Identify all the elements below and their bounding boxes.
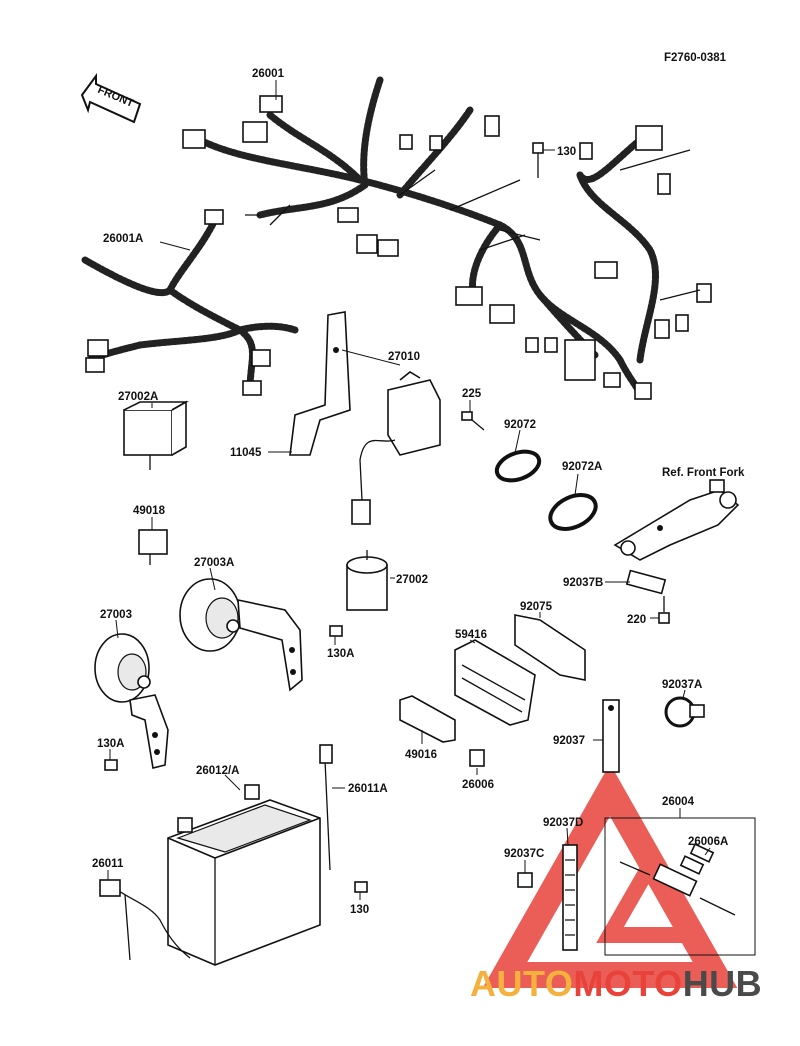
label-49016: 49016 [405, 749, 437, 761]
label-92075: 92075 [520, 601, 553, 613]
label-26011: 26011 [92, 858, 124, 870]
label-27002A: 27002A [118, 391, 158, 403]
label-49018: 49018 [133, 505, 166, 517]
sub-wiring-harness [81, 209, 299, 396]
label-130-low: 130 [350, 904, 369, 916]
label-130-top: 130 [557, 146, 576, 158]
part-labels: 26001 26001A 130 27010 27002A 11045 225 … [92, 68, 745, 916]
part-26006 [469, 749, 485, 767]
bolt-130-top [532, 142, 544, 178]
reference-front-fork: Ref. Front Fork [662, 467, 745, 479]
pad-92075 [514, 614, 586, 681]
watermark-auto: AUTO [470, 963, 573, 1004]
label-59416: 59416 [455, 629, 487, 641]
label-92037B: 92037B [563, 577, 603, 589]
bolt-130A-low [104, 759, 118, 771]
label-92072: 92072 [504, 419, 536, 431]
label-26011A: 26011A [348, 783, 388, 795]
clip-92037C [517, 872, 533, 888]
label-26004: 26004 [662, 796, 695, 808]
condenser-27002 [346, 550, 388, 611]
label-92037A: 92037A [662, 679, 702, 691]
clamp-92072A [548, 493, 598, 531]
label-27002: 27002 [396, 574, 428, 586]
label-130A-low: 130A [97, 738, 125, 750]
label-92037C: 92037C [504, 848, 544, 860]
screw-220 [658, 596, 670, 624]
battery-26012A [167, 784, 321, 966]
label-220: 220 [627, 614, 646, 626]
label-225: 225 [462, 388, 482, 400]
bracket-11045 [289, 311, 351, 456]
cable-26011A [319, 744, 333, 871]
horn-27003A [179, 578, 303, 692]
clip-92037A [664, 696, 705, 728]
screw-225 [461, 411, 485, 431]
watermark-moto: MOTO [573, 963, 682, 1004]
front-arrow-icon: FRONT [80, 72, 142, 124]
label-11045: 11045 [230, 447, 262, 459]
label-92037: 92037 [553, 735, 585, 747]
label-26012A: 26012/A [196, 765, 239, 777]
part-49018 [138, 529, 168, 565]
label-27010: 27010 [388, 351, 420, 363]
leader-lines [107, 80, 711, 900]
strap-92037B [625, 569, 667, 595]
label-27003A: 27003A [194, 557, 234, 569]
watermark-hub: HUB [683, 963, 763, 1004]
cable-26011 [99, 879, 191, 961]
label-92072A: 92072A [562, 461, 602, 473]
relay-27002A [123, 400, 190, 470]
label-92037D: 92037D [543, 817, 583, 829]
label-26001A: 26001A [103, 233, 143, 245]
label-26006: 26006 [462, 779, 494, 791]
label-26001: 26001 [252, 68, 285, 80]
front-fork-bracket [613, 479, 740, 561]
label-130A-mid: 130A [327, 648, 355, 660]
label-27003: 27003 [100, 609, 132, 621]
bolt-130A-mid [329, 625, 343, 637]
label-26006A: 26006A [688, 836, 728, 848]
figure-code: F2760-0381 [664, 52, 727, 64]
part-49016 [399, 695, 456, 743]
main-wiring-harness [182, 76, 712, 400]
watermark-logo: AUTOMOTOHUB [470, 963, 762, 1004]
svg-text:AUTOMOTOHUB: AUTOMOTOHUB [470, 963, 762, 1004]
strip-92037D [562, 844, 578, 951]
fuse-holder-group-26004 [604, 817, 756, 956]
strap-92037 [602, 699, 620, 773]
bolt-130-low [354, 881, 368, 893]
horn-27003 [94, 633, 169, 769]
regulator-27010 [351, 371, 441, 525]
fuse-box-59416 [454, 639, 536, 726]
clamp-92072 [494, 449, 542, 483]
